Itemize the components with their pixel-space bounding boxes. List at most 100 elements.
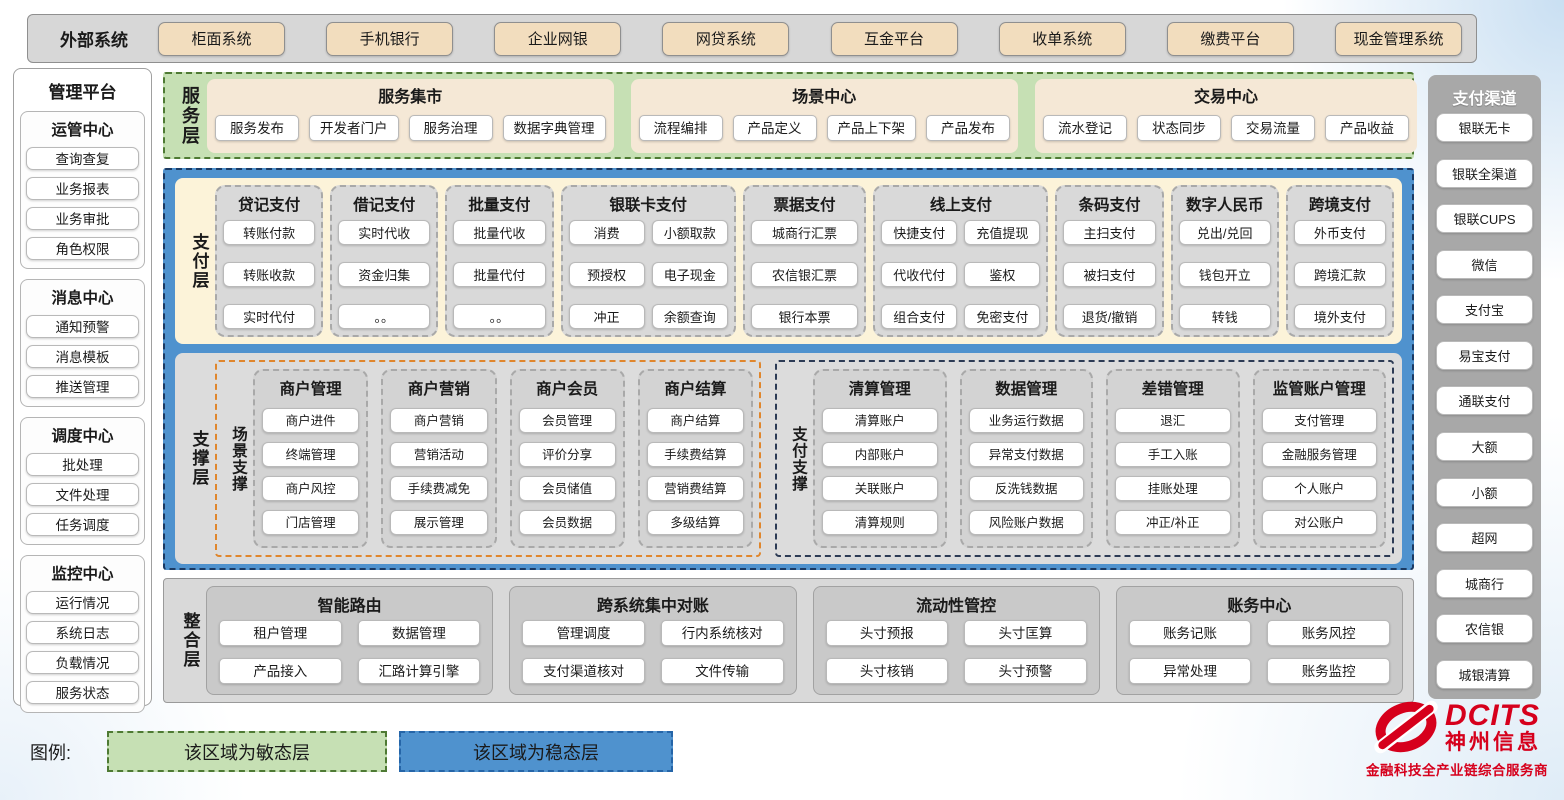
integration-panel-title: 跨系统集中对账 — [596, 598, 709, 615]
payment-item-node: 批量代付 — [453, 262, 546, 287]
support-item-node: 评价分享 — [518, 442, 616, 467]
payment-channel-node: 小额 — [1436, 477, 1533, 507]
management-group-title: 运管中心 — [51, 122, 114, 139]
external-systems-bar: 外部系统 柜面系统手机银行企业网银网贷系统互金平台收单系统缴费平台现金管理系统 — [27, 14, 1477, 63]
payment-item-node: 快捷支付 — [881, 220, 958, 245]
payment-channel-node: 城商行 — [1436, 568, 1533, 598]
integration-item-node: 文件传输 — [660, 658, 784, 684]
payment-channel-node: 银联无卡 — [1436, 113, 1533, 142]
management-group: 调度中心批处理文件处理任务调度 — [20, 417, 145, 545]
service-item-node: 流程编排 — [638, 115, 723, 141]
payment-group: 条码支付主扫支付被扫支付退货/撤销 — [1055, 185, 1164, 337]
integration-panel-title: 流动性管控 — [916, 598, 997, 615]
payment-item-node: 转钱 — [1178, 304, 1271, 329]
payment-item-node: 实时代收 — [338, 220, 431, 245]
support-item-node: 手续费减免 — [390, 476, 488, 501]
dcits-logo-text: DCITS 神州信息 — [1445, 700, 1541, 754]
management-item-node: 消息模板 — [26, 345, 139, 368]
payment-item-node: 预授权 — [568, 262, 645, 287]
integration-item-node: 头寸预报 — [825, 620, 949, 646]
dcits-tagline: 金融科技全产业链综合服务商 — [1366, 763, 1548, 778]
support-groups: 商户管理商户进件终端管理商户风控门店管理商户营销商户营销营销活动手续费减免展示管… — [253, 369, 754, 548]
support-group-title: 清算管理 — [848, 381, 911, 398]
service-item-node: 服务治理 — [408, 115, 493, 141]
external-system-node: 缴费平台 — [1166, 21, 1294, 56]
management-item-node: 文件处理 — [26, 483, 139, 506]
management-item-node: 负载情况 — [26, 651, 139, 674]
service-panel: 场景中心流程编排产品定义产品上下架产品发布 — [630, 78, 1018, 153]
payment-group-items: 城商行汇票农信银汇票银行本票 — [750, 220, 859, 329]
support-item-node: 多级结算 — [646, 510, 745, 535]
integration-item-node: 账务风控 — [1267, 620, 1390, 646]
payment-group-items: 主扫支付被扫支付退货/撤销 — [1063, 220, 1156, 329]
payment-item-node: 小额取款 — [651, 220, 728, 245]
payment-group-title: 借记支付 — [353, 197, 416, 214]
payment-group: 线上支付快捷支付充值提现代收代付鉴权组合支付免密支付 — [873, 185, 1049, 337]
payment-group-title: 数字人民币 — [1185, 197, 1264, 214]
external-system-node: 手机银行 — [326, 21, 454, 56]
support-item-node: 营销活动 — [390, 442, 488, 467]
main-architecture: 服务层 服务集市服务发布开发者门户服务治理数据字典管理场景中心流程编排产品定义产… — [163, 72, 1417, 703]
payment-group: 票据支付城商行汇票农信银汇票银行本票 — [742, 185, 867, 337]
service-panels: 服务集市服务发布开发者门户服务治理数据字典管理场景中心流程编排产品定义产品上下架… — [207, 78, 1417, 153]
management-item-node: 批处理 — [26, 453, 139, 476]
payment-group: 借记支付实时代收资金归集。。 — [330, 185, 439, 337]
service-item-node: 产品收益 — [1325, 115, 1409, 141]
legend-item: 该区域为敏态层 — [107, 731, 388, 772]
payment-group-title: 票据支付 — [773, 197, 836, 214]
support-item-node: 商户风控 — [262, 476, 360, 501]
support-group: 商户结算商户结算手续费结算营销费结算多级结算 — [637, 369, 754, 548]
management-group-title: 消息中心 — [51, 290, 114, 307]
payment-group-items: 转账付款转账收款实时代付 — [223, 220, 316, 329]
payment-channel-node: 大额 — [1436, 432, 1533, 462]
payment-channel-node: 农信银 — [1436, 614, 1533, 644]
support-item-node: 营销费结算 — [646, 476, 745, 501]
payment-group-title: 线上支付 — [929, 197, 992, 214]
support-item-node: 个人账户 — [1261, 476, 1378, 501]
payment-group: 跨境支付外币支付跨境汇款境外支付 — [1285, 185, 1394, 337]
service-panel-title: 交易中心 — [1193, 88, 1258, 106]
integration-layer-label: 整合层 — [180, 612, 200, 669]
integration-item-node: 产品接入 — [219, 658, 342, 684]
integration-panels: 智能路由租户管理数据管理产品接入汇路计算引擎跨系统集中对账管理调度行内系统核对支… — [206, 586, 1403, 695]
service-item-node: 产品定义 — [732, 115, 817, 141]
payment-item-node: 转账收款 — [223, 262, 316, 287]
support-item-node: 商户营销 — [390, 408, 488, 433]
support-section-payment: 支付支撑清算管理清算账户内部账户关联账户清算规则数据管理业务运行数据异常支付数据… — [775, 360, 1394, 557]
support-item-node: 终端管理 — [262, 442, 360, 467]
payment-group-items: 外币支付跨境汇款境外支付 — [1293, 220, 1386, 329]
support-item-node: 商户结算 — [646, 408, 745, 433]
payment-group-title: 贷记支付 — [238, 197, 301, 214]
integration-item-node: 数据管理 — [357, 620, 481, 646]
payment-item-node: 。。 — [338, 304, 431, 329]
payment-group-items: 批量代收批量代付。。 — [453, 220, 546, 329]
stable-layer-wrap: 支付层 贷记支付转账付款转账收款实时代付借记支付实时代收资金归集。。批量支付批量… — [163, 168, 1414, 570]
payment-channel-node: 银联CUPS — [1436, 204, 1533, 234]
service-panel-title: 场景中心 — [792, 88, 857, 106]
support-group-title: 差错管理 — [1141, 381, 1204, 398]
payment-layer: 支付层 贷记支付转账付款转账收款实时代付借记支付实时代收资金归集。。批量支付批量… — [175, 178, 1402, 344]
service-panel: 服务集市服务发布开发者门户服务治理数据字典管理 — [207, 78, 614, 153]
legend-items: 该区域为敏态层该区域为稳态层 — [107, 731, 685, 772]
payment-channel-node: 微信 — [1436, 249, 1533, 279]
payment-group: 批量支付批量代收批量代付。。 — [445, 185, 554, 337]
management-group: 监控中心运行情况系统日志负载情况服务状态 — [20, 555, 145, 713]
external-systems-label: 外部系统 — [60, 31, 128, 50]
support-item-node: 清算账户 — [822, 408, 938, 433]
integration-panel-items: 头寸预报头寸匡算头寸核销头寸预警 — [825, 620, 1087, 686]
payment-item-node: 银行本票 — [750, 304, 859, 329]
service-item-node: 服务发布 — [215, 115, 299, 141]
support-group: 商户会员会员管理评价分享会员储值会员数据 — [509, 369, 625, 548]
support-layer-label: 支撑层 — [189, 430, 209, 487]
payment-channel-node: 易宝支付 — [1436, 340, 1533, 370]
support-layer: 支撑层 场景支撑商户管理商户进件终端管理商户风控门店管理商户营销商户营销营销活动… — [175, 353, 1402, 564]
integration-item-node: 头寸匡算 — [964, 620, 1087, 646]
payment-group-items: 消费小额取款预授权电子现金冲正余额查询 — [568, 220, 728, 329]
payment-groups: 贷记支付转账付款转账收款实时代付借记支付实时代收资金归集。。批量支付批量代收批量… — [215, 185, 1394, 337]
payment-group-items: 实时代收资金归集。。 — [338, 220, 431, 329]
management-item-node: 通知预警 — [26, 315, 139, 338]
service-item-node: 产品发布 — [926, 115, 1010, 141]
support-item-node: 内部账户 — [822, 442, 938, 467]
integration-panel-items: 账务记账账务风控异常处理账务监控 — [1128, 620, 1390, 686]
